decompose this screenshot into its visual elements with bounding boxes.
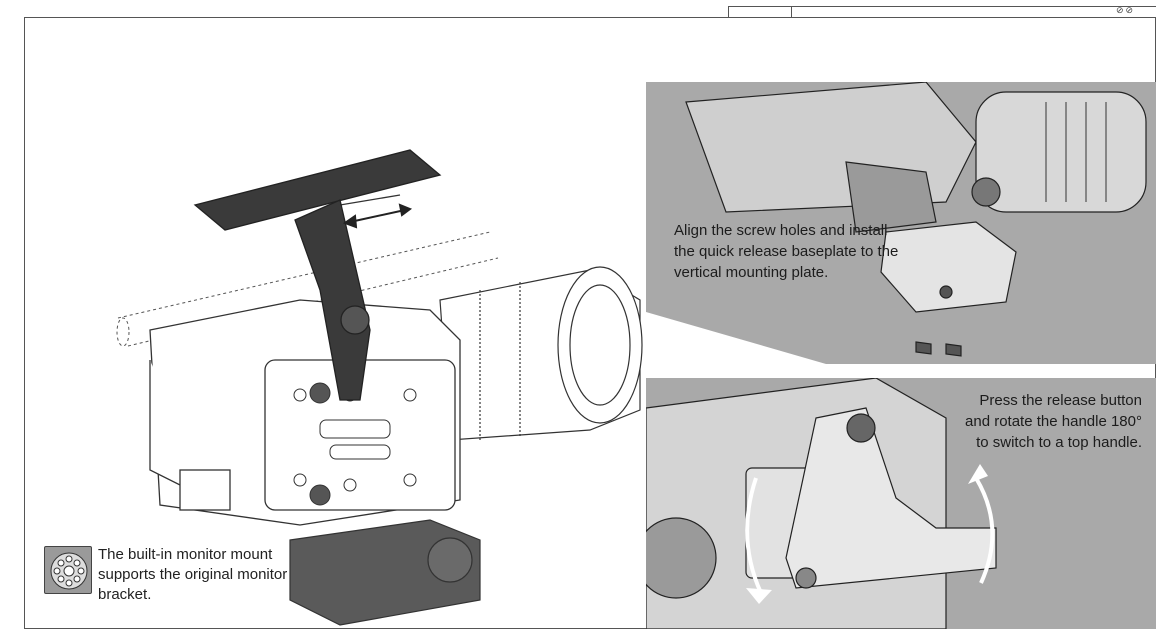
camera-body [149, 299, 461, 526]
header-tab [728, 6, 792, 18]
circle-slash-icon: ⊘ [1116, 5, 1126, 15]
rod-outline [116, 231, 499, 347]
side-holes [293, 382, 417, 506]
inset-rotate-handle: Press the release button and rotate the … [646, 378, 1156, 629]
monitor-mount-icon [44, 546, 92, 594]
slide-arrow [342, 203, 413, 229]
quick-release-illustration [646, 82, 1147, 364]
rosette-icon [50, 552, 88, 590]
top-rule-right [792, 6, 1156, 7]
caption-rotate-handle: Press the release button and rotate the … [965, 392, 1142, 451]
rotation-arrowheads [746, 464, 988, 604]
rotation-arrows [745, 476, 995, 594]
bottom-baseplate [289, 519, 481, 626]
circle-slash-icon: ⊘ [1125, 5, 1136, 15]
panel-corner-cut [646, 312, 826, 364]
top-handle [193, 149, 442, 401]
header-icons: ⊘⊘ [1116, 5, 1135, 16]
rotate-handle-illustration [646, 378, 997, 629]
inset-quick-release: Align the screw holes and install the qu… [646, 82, 1156, 364]
caption-monitor-mount: The built-in monitor mount supports the … [98, 546, 288, 603]
caption-quick-release: Align the screw holes and install the qu… [674, 222, 899, 281]
lens [439, 266, 643, 441]
